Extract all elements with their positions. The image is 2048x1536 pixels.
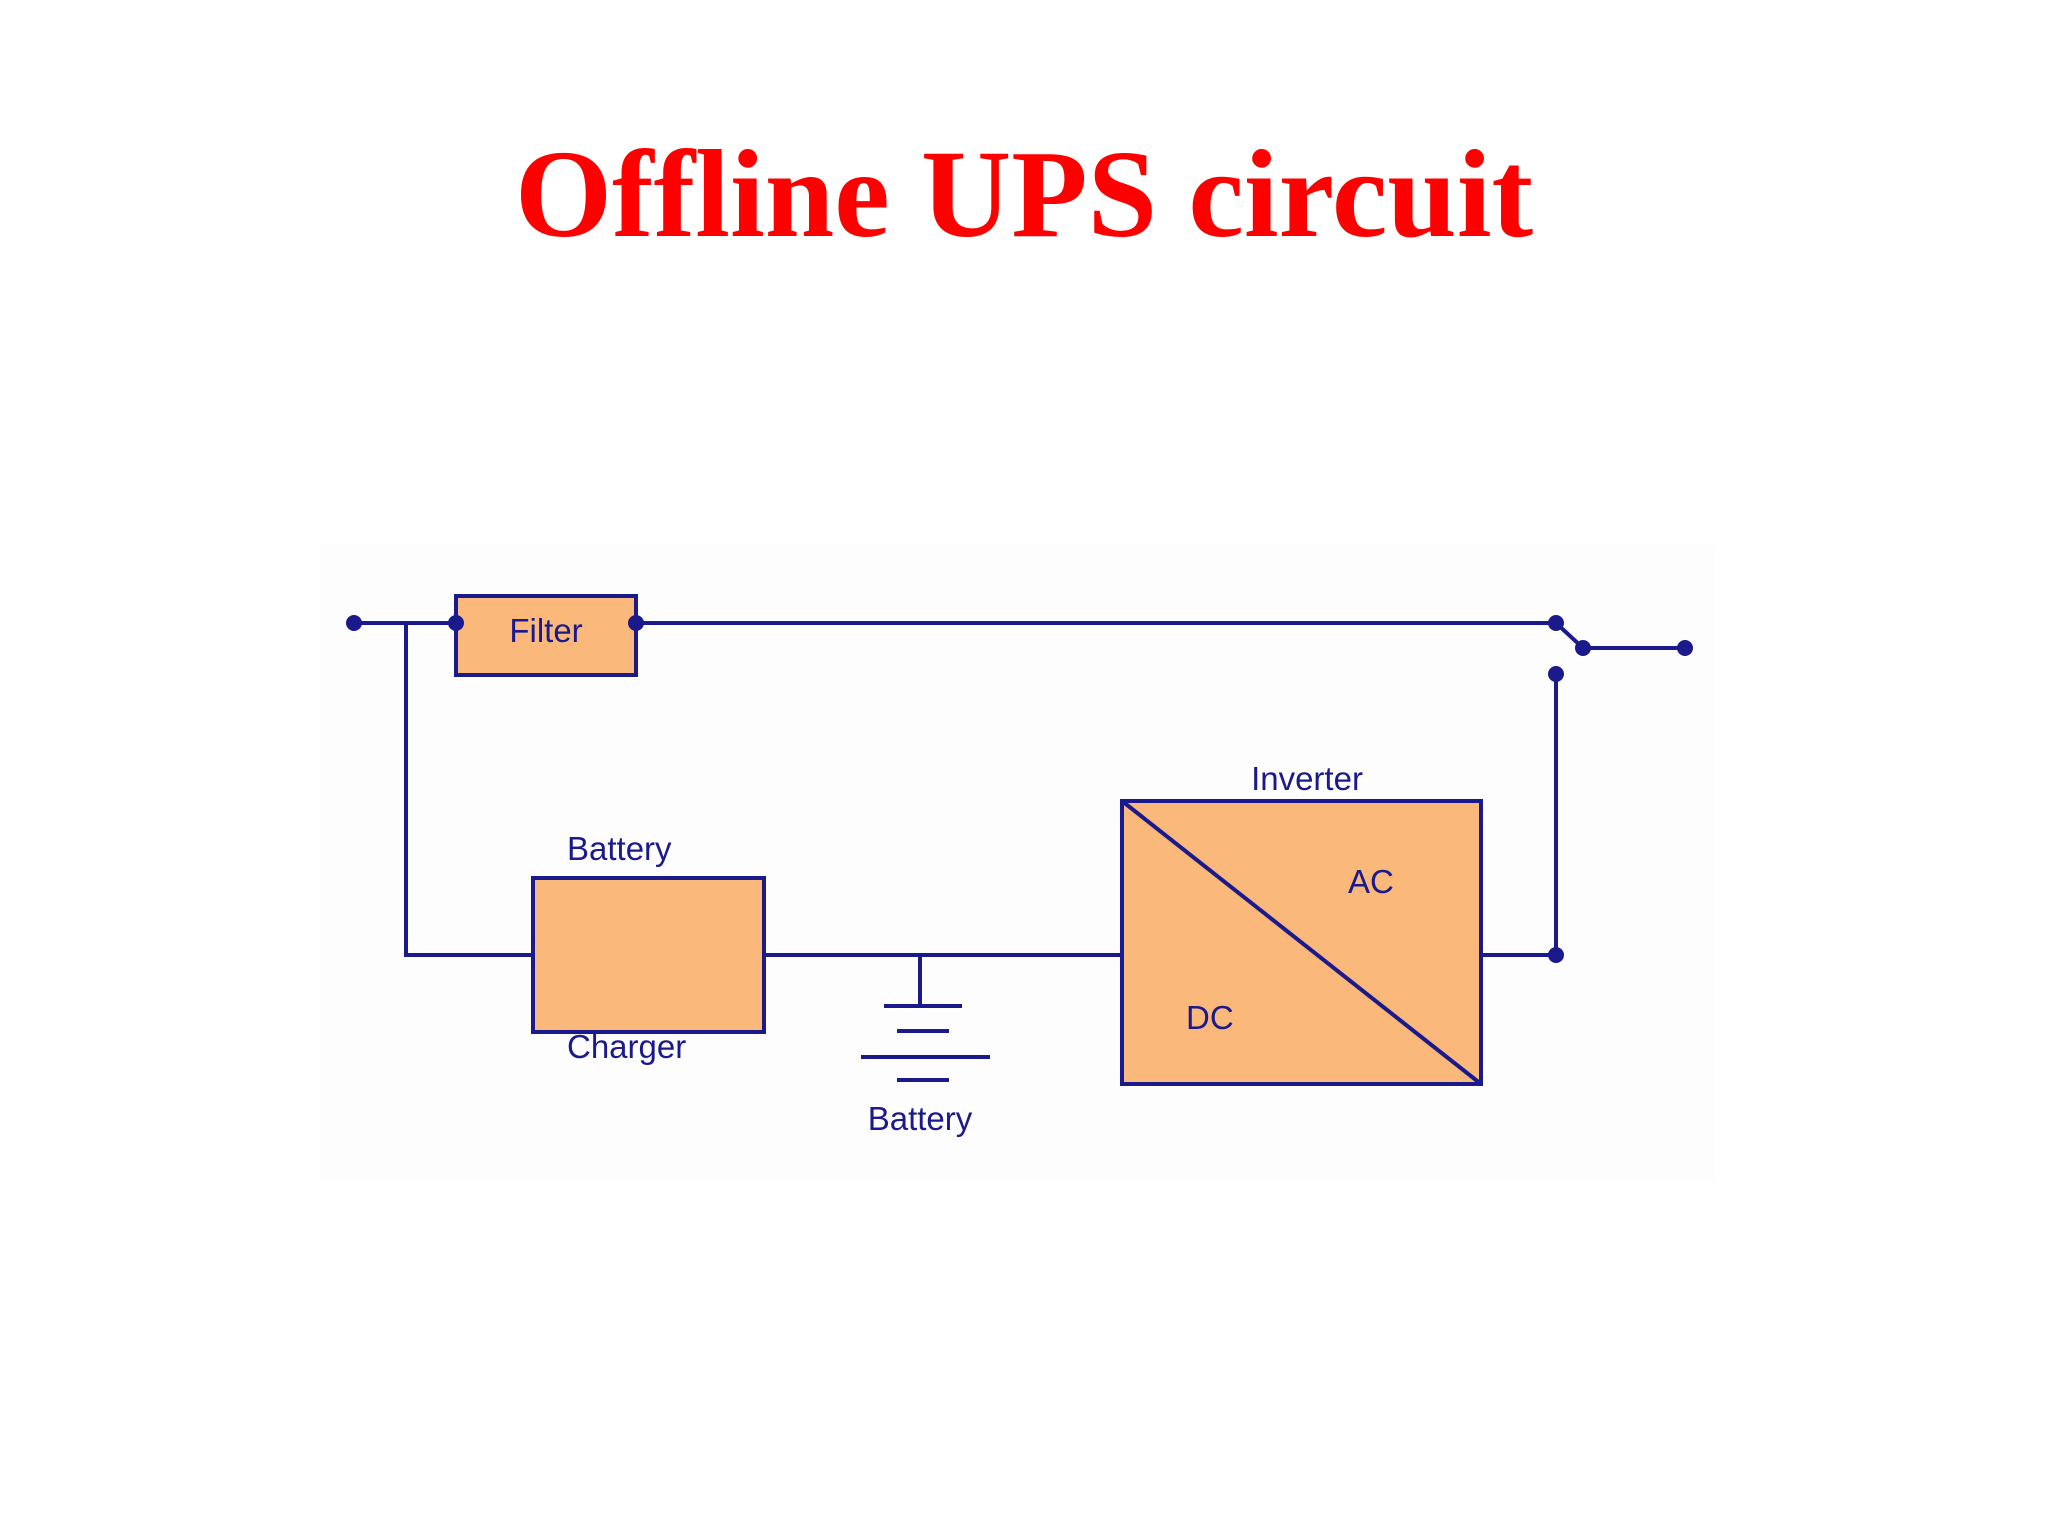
switch-inverter-contact-node <box>1548 666 1564 682</box>
switch-bypass-contact-node <box>1548 615 1564 631</box>
filter-input-node <box>448 615 464 631</box>
input-terminal-node <box>346 615 362 631</box>
inverter-label: Inverter <box>1251 760 1363 797</box>
charger-feed-wire <box>404 623 533 957</box>
battery-symbol <box>861 1004 990 1082</box>
filter-label: Filter <box>509 612 582 649</box>
output-terminal-node <box>1677 640 1693 656</box>
battery-label: Battery <box>868 1100 973 1137</box>
switch-common-node <box>1575 640 1591 656</box>
charger-label-bottom: Charger <box>567 1028 686 1065</box>
filter-box <box>454 594 638 677</box>
inverter-dc-label: DC <box>1186 999 1234 1036</box>
inverter-output-node <box>1548 947 1564 963</box>
charger-label-top: Battery <box>567 830 672 867</box>
slide-title: Offline UPS circuit <box>514 126 1534 264</box>
inverter-diagonal <box>1120 799 1483 1086</box>
inverter-ac-label: AC <box>1348 863 1394 900</box>
filter-output-node <box>628 615 644 631</box>
battery-charger-box <box>531 876 766 1034</box>
